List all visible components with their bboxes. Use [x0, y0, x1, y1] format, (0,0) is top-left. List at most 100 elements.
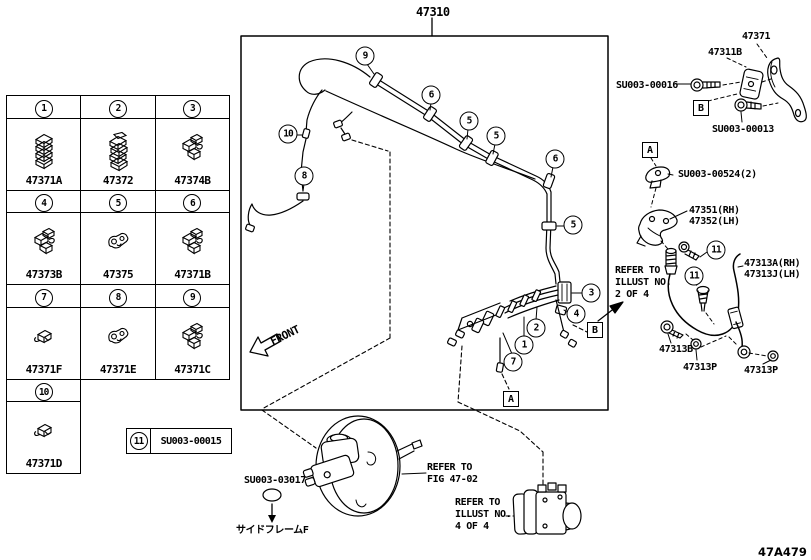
washer-47313p-left-art — [690, 338, 702, 350]
figure-code-label: 47A479 — [758, 545, 807, 559]
reference-note-line: REFER TO — [427, 462, 472, 473]
reference-note-line: REFER TO — [615, 265, 660, 276]
parts-table-number-cell: 1 — [5, 95, 82, 119]
callout-circle: 5 — [459, 111, 479, 131]
part-label: SU003-00016 — [616, 80, 678, 91]
part-number-label: 47371E — [99, 362, 137, 376]
callout-circle: 4 — [34, 194, 53, 212]
part-label: 47351(RH) — [689, 205, 740, 216]
callout-circle: 7 — [34, 288, 53, 307]
clamp-bracket-icon — [105, 312, 131, 363]
hardware-item-11-number: 11 — [127, 429, 151, 453]
anchor-box-a: A — [503, 391, 519, 407]
callout-circle: 10 — [34, 383, 53, 401]
callout-circle: 11 — [706, 240, 726, 260]
callout-circle: 3 — [581, 283, 601, 303]
reference-note-line: ILLUST NO. — [455, 509, 512, 520]
clamp-47311b-art — [739, 68, 764, 100]
callout-circle: 5 — [563, 215, 583, 235]
parts-table-part-cell: 47371C — [154, 306, 231, 380]
hardware-item-11-box: 11 SU003-00015 — [126, 428, 232, 454]
part-number-label: 47371F — [25, 362, 63, 376]
parts-table-part-cell: 47374B — [154, 117, 231, 191]
brake-hose-47313a-art — [664, 247, 751, 359]
parts-table-number-cell: 3 — [154, 95, 231, 119]
assembly-number-label: 47310 — [416, 5, 450, 19]
part-number-label: 47372 — [102, 173, 134, 187]
bracket-47351-art — [636, 209, 678, 247]
parts-table-part-cell: 47371F — [5, 306, 82, 380]
callout-circle: 9 — [183, 288, 202, 307]
anchor-box-b: B — [587, 322, 603, 338]
bolt-47313b-art — [660, 320, 684, 339]
part-number-label: 47374B — [174, 173, 211, 187]
callout-circle: 2 — [526, 318, 546, 338]
hardware-item-11-part: SU003-00015 — [160, 435, 222, 447]
clamp-stack-tall-icon — [105, 123, 131, 174]
clip-small-icon — [31, 406, 57, 457]
part-number-label: 47373B — [25, 268, 63, 281]
part-number-label: 47371D — [25, 457, 63, 470]
part-label: 47371 — [742, 31, 771, 42]
parts-table-number-cell: 7 — [5, 284, 82, 308]
reference-note-line: 4 OF 4 — [455, 521, 489, 532]
reference-note-line: FIG 47-02 — [427, 474, 478, 485]
dashed-reference-lines — [261, 139, 590, 517]
brake-booster-art — [302, 415, 427, 517]
parts-table-part-cell: 47371D — [5, 401, 82, 474]
part-label: SU003-03017 — [244, 475, 306, 486]
callout-circle: 11 — [684, 266, 704, 286]
parts-table-number-cell: 2 — [80, 95, 156, 119]
part-number-label: 47375 — [102, 268, 134, 281]
grommet-su003-03017-art — [262, 488, 282, 523]
callout-circle: 9 — [355, 46, 375, 66]
callout-circle: 4 — [566, 304, 586, 324]
callout-circle: 1 — [34, 99, 53, 118]
part-number-label: 47371C — [174, 362, 211, 376]
parts-table-number-cell: 5 — [80, 189, 156, 213]
callout-circle: 6 — [545, 149, 565, 169]
clip-small-icon — [31, 312, 57, 363]
clamp-cluster-icon — [179, 312, 205, 363]
part-label: 47311B — [708, 47, 742, 58]
part-label: サイドフレームF — [236, 525, 309, 536]
reference-note-line: REFER TO — [455, 497, 500, 508]
callout-circle: 5 — [108, 194, 127, 212]
part-number-label: 47371B — [174, 268, 211, 281]
clamp-cluster-icon — [31, 217, 57, 268]
front-arrow-icon — [249, 333, 282, 357]
right-leader-lines — [667, 83, 772, 365]
bolt-11-lower-art — [696, 285, 710, 312]
parts-table-number-cell: 9 — [154, 284, 231, 308]
clamp-cluster-icon — [179, 123, 205, 174]
anchor-box-a: A — [642, 142, 658, 158]
parts-table-part-cell: 47371E — [80, 306, 156, 380]
clamp-stack-icon — [31, 123, 57, 174]
part-label: 47313A(RH) — [744, 258, 801, 269]
bolt-11-upper-art — [678, 241, 700, 261]
parts-table-part-cell: 47371B — [154, 212, 231, 285]
clamp-bracket-icon — [105, 217, 131, 268]
bracket-47371-art — [767, 57, 807, 123]
part-label: 47352(LH) — [689, 216, 740, 227]
part-label: 47313J(LH) — [744, 269, 801, 280]
callout-circle: 2 — [108, 99, 127, 118]
callout-circle: 7 — [503, 352, 523, 372]
abs-actuator-art — [512, 482, 582, 535]
main-box-art — [240, 17, 609, 411]
parts-table-number-cell: 10 — [5, 378, 82, 402]
parts-table-part-cell: 47375 — [80, 212, 156, 285]
part-label: 47313B — [659, 344, 693, 355]
clamp-cluster-icon — [179, 217, 205, 268]
parts-table-number-cell: 6 — [154, 189, 231, 213]
part-label: 47313P — [683, 362, 717, 373]
parts-table-number-cell: 4 — [5, 189, 82, 213]
callout-circle: 1 — [514, 335, 534, 355]
bolt-su003-00016-art — [690, 78, 721, 92]
part-label: SU003-00524(2) — [678, 169, 757, 180]
